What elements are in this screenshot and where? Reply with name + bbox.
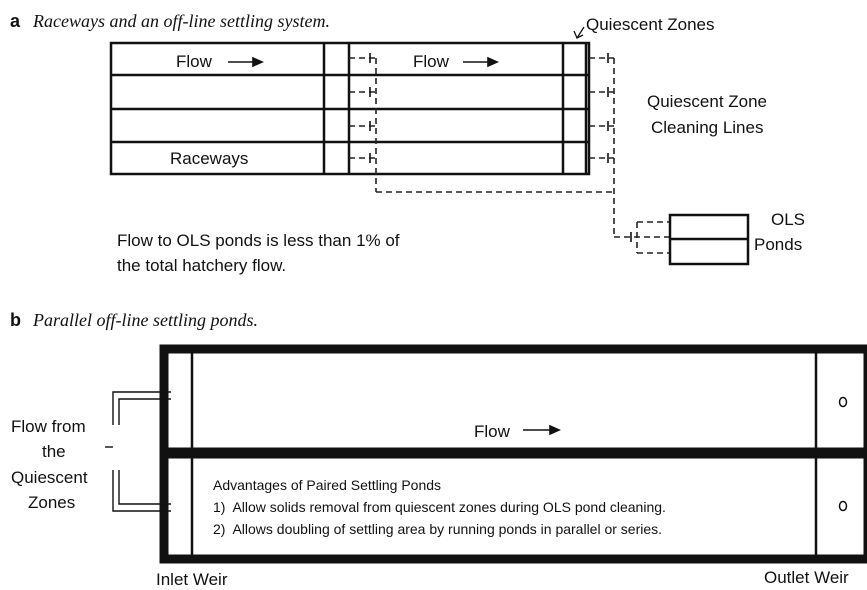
flow-arrow-icon — [523, 424, 561, 436]
advantage-item-2: 2) Allows doubling of settling area by r… — [213, 521, 663, 537]
ols-label-line2: Ponds — [754, 235, 803, 254]
source-label-line1: Flow from — [11, 417, 86, 436]
flow-arrow-icon — [463, 56, 499, 68]
inlet-weir-label: Inlet Weir — [156, 570, 228, 589]
source-label-line2: the — [42, 442, 66, 461]
panel-a-letter: a — [10, 11, 21, 31]
outlet-weir-label: Outlet Weir — [764, 568, 849, 587]
parallel-ponds — [159, 344, 867, 564]
cleaning-lines-label-line1: Quiescent Zone — [647, 92, 768, 111]
raceways-label: Raceways — [170, 149, 249, 168]
quiescent-pointer-arrow — [573, 26, 585, 39]
quiescent-zones-label: Quiescent Zones — [586, 15, 715, 34]
source-label-line4: Zones — [28, 493, 76, 512]
flow-label-b: Flow — [474, 422, 510, 441]
flow-label-left: Flow — [176, 52, 212, 71]
outlet-ports — [838, 396, 848, 512]
ols-label-line1: OLS — [771, 210, 806, 229]
note-line-1: Flow to OLS ponds is less than 1% of — [117, 231, 400, 250]
panel-b-letter: b — [10, 310, 21, 330]
panel-b-title: Parallel off-line settling ponds. — [33, 310, 258, 330]
panel-a-title: Raceways and an off-line settling system… — [33, 11, 330, 31]
cleaning-line-ticks — [369, 53, 632, 242]
note-line-2: the total hatchery flow. — [117, 256, 287, 275]
raceway-block — [109, 41, 591, 176]
flow-label-right: Flow — [413, 52, 449, 71]
cleaning-lines — [349, 57, 670, 254]
cleaning-lines-label-line2: Cleaning Lines — [651, 118, 764, 137]
flow-arrow-icon — [228, 56, 264, 68]
source-label-line3: Quiescent — [11, 468, 88, 487]
advantages-title: Advantages of Paired Settling Ponds — [213, 477, 442, 493]
inflow-pipes — [105, 391, 171, 512]
outlet-port-top — [838, 396, 848, 408]
outlet-port-bottom — [838, 500, 848, 512]
advantage-item-1: 1) Allow solids removal from quiescent z… — [213, 499, 666, 515]
ols-ponds — [668, 213, 750, 266]
